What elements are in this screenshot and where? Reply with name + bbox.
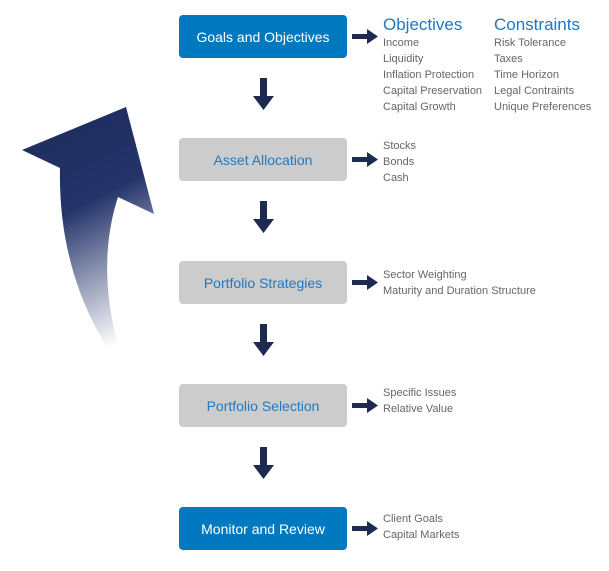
list-item: Risk Tolerance bbox=[494, 37, 566, 49]
list-item: Client Goals bbox=[383, 513, 443, 525]
step-label: Portfolio Selection bbox=[206, 397, 320, 414]
step-portfolio-selection: Portfolio Selection bbox=[179, 384, 347, 427]
step-asset-allocation: Asset Allocation bbox=[179, 138, 347, 181]
list-item: Stocks bbox=[383, 140, 417, 152]
constraints-list: Constraints Risk Tolerance Taxes Time Ho… bbox=[494, 15, 591, 115]
step-label: Portfolio Strategies bbox=[203, 274, 323, 291]
list-item: Relative Value bbox=[383, 403, 454, 415]
list-item: Unique Preferences bbox=[494, 101, 592, 113]
list-item: Taxes bbox=[494, 53, 523, 65]
portfolio-selection-list: Specific Issues Relative Value bbox=[383, 385, 456, 417]
monitor-review-list: Client Goals Capital Markets bbox=[383, 511, 459, 543]
step-portfolio-strategies: Portfolio Strategies bbox=[179, 261, 347, 304]
list-item: Time Horizon bbox=[494, 69, 559, 81]
step-monitor-and-review: Monitor and Review bbox=[179, 507, 347, 550]
list-item: Liquidity bbox=[383, 53, 424, 65]
list-item: Specific Issues bbox=[383, 387, 457, 399]
step-label: Goals and Objectives bbox=[196, 28, 330, 45]
list-item: Sector Weighting bbox=[383, 269, 467, 281]
right-arrow-icon bbox=[352, 398, 378, 413]
right-arrow-icon bbox=[352, 29, 378, 44]
right-arrow-icon bbox=[352, 152, 378, 167]
asset-allocation-list: Stocks Bonds Cash bbox=[383, 138, 416, 186]
down-arrow-icon bbox=[253, 201, 274, 233]
right-arrow-icon bbox=[352, 275, 378, 290]
list-item: Bonds bbox=[383, 156, 415, 168]
down-arrow-icon bbox=[253, 78, 274, 110]
list-item: Capital Markets bbox=[383, 529, 460, 541]
list-item: Capital Growth bbox=[383, 101, 456, 113]
objectives-list: Objectives Income Liquidity Inflation Pr… bbox=[383, 15, 482, 115]
list-item: Capital Preservation bbox=[383, 85, 483, 97]
list-item: Income bbox=[383, 37, 420, 49]
step-label: Monitor and Review bbox=[201, 520, 325, 537]
step-goals-and-objectives: Goals and Objectives bbox=[179, 15, 347, 58]
list-item: Cash bbox=[383, 172, 409, 184]
feedback-curved-arrow-icon bbox=[22, 107, 154, 376]
objectives-heading: Objectives bbox=[383, 15, 463, 34]
list-item: Maturity and Duration Structure bbox=[383, 285, 536, 297]
constraints-heading: Constraints bbox=[494, 15, 580, 34]
down-arrow-icon bbox=[253, 447, 274, 479]
right-arrow-icon bbox=[352, 521, 378, 536]
list-item: Inflation Protection bbox=[383, 69, 475, 81]
step-label: Asset Allocation bbox=[213, 151, 313, 168]
portfolio-strategies-list: Sector Weighting Maturity and Duration S… bbox=[383, 267, 536, 299]
list-item: Legal Contraints bbox=[494, 85, 575, 97]
down-arrow-icon bbox=[253, 324, 274, 356]
